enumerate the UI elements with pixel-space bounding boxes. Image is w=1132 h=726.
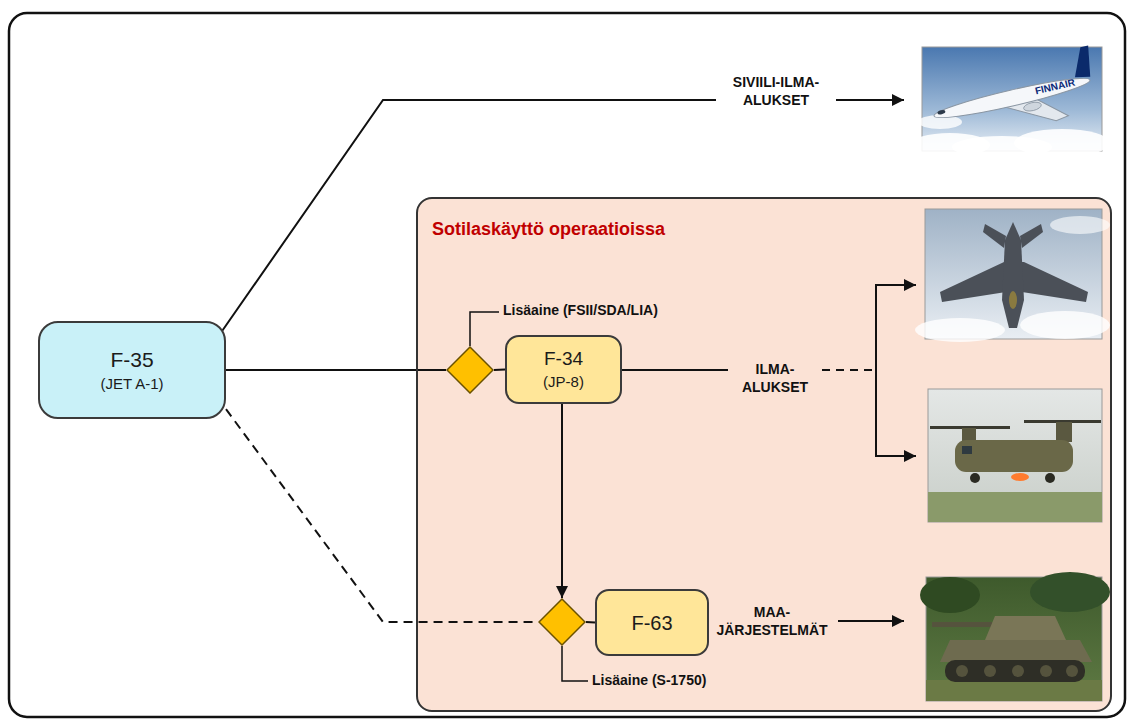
flow-connector: [586, 621, 595, 624]
aircraft-line: [618, 369, 728, 371]
fuel-name: (JP-8): [543, 373, 584, 391]
additive-label: Lisäaine (FSII/SDA/LIA): [503, 302, 658, 319]
airline-logo: FINNAIR: [1020, 73, 1091, 100]
label-holder: ILMA- ALUKSET: [732, 360, 818, 396]
flow-arrow: [836, 99, 904, 101]
diamond-outline: [539, 599, 585, 645]
fuel-box: F-34 (JP-8): [505, 335, 622, 404]
diamond-shape: [538, 598, 586, 646]
outer-frame: [9, 13, 1125, 717]
fuel-code: F-63: [631, 611, 672, 635]
fuel-code: F-34: [544, 348, 583, 371]
fighter-jet-photo: [915, 209, 1110, 342]
leader-line: [470, 312, 499, 346]
leader-line: [562, 646, 588, 681]
civil-line: [220, 100, 716, 334]
helicopter-photo: [928, 389, 1102, 522]
flow-connector: [226, 369, 446, 371]
branch-line: [875, 285, 877, 456]
fuel-box: F-63: [595, 589, 709, 656]
region-fill: [417, 198, 1111, 711]
flow-arrow: [875, 455, 916, 457]
fuel-code: F-35: [110, 347, 153, 372]
flow-label: ILMA- ALUKSET: [732, 360, 818, 396]
fuel-name: (JET A-1): [100, 375, 163, 393]
tank-photo: [920, 572, 1110, 701]
flow-connector: [561, 404, 563, 598]
region-title: Sotilaskäyttö operaatioissa: [432, 219, 1110, 241]
aircraft-dashed-line: [822, 369, 876, 371]
flow-label: SIVIILI-ILMA- ALUKSET: [722, 73, 830, 109]
flow-lines: [220, 100, 916, 681]
additive-diamond: Lisäaine (S-1750): [538, 598, 586, 646]
flow-arrow: [838, 620, 904, 622]
additive-diamond: Lisäaine (FSII/SDA/LIA): [446, 346, 494, 394]
flow-connector: [226, 409, 538, 622]
flow-connector: [494, 369, 505, 372]
flow-arrow: [875, 284, 916, 286]
label-holder: SIVIILI-ILMA- ALUKSET: [722, 73, 830, 109]
label-holder: MAA- JÄRJESTELMÄT: [712, 603, 832, 639]
airliner-photo: [910, 46, 1110, 158]
additive-label: Lisäaine (S-1750): [592, 672, 706, 689]
diamond-shape: [446, 346, 494, 394]
label-holder: FINNAIR: [1020, 73, 1091, 100]
flow-label: MAA- JÄRJESTELMÄT: [712, 603, 832, 639]
diamond-outline: [447, 347, 493, 393]
fuel-box: F-35 (JET A-1): [38, 321, 226, 419]
